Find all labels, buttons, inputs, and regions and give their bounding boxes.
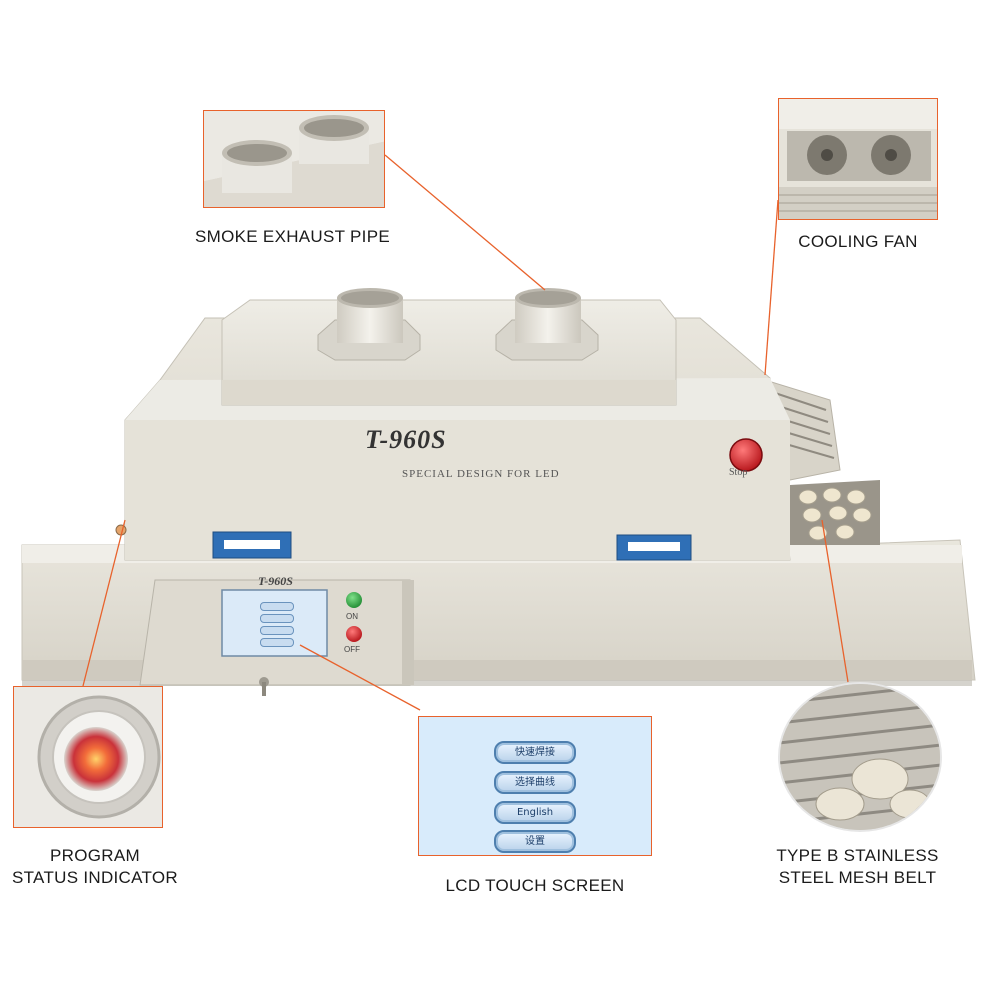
lcd-button-select-curve[interactable]: 选择曲线	[494, 771, 576, 794]
panel-lcd-item	[260, 614, 294, 623]
machine-tagline: SPECIAL DESIGN FOR LED	[402, 468, 560, 480]
panel-lcd-screen	[222, 590, 327, 656]
status-indicator-callout-image	[13, 686, 163, 828]
lcd-button-quick-solder[interactable]: 快速焊接	[494, 741, 576, 764]
status-indicator-label-line1: PROGRAM	[50, 846, 140, 865]
exhaust-pipe-label: SMOKE EXHAUST PIPE	[195, 227, 390, 246]
cooling-fan-callout-image	[778, 98, 938, 220]
mesh-belt-label-line2: STEEL MESH BELT	[778, 868, 937, 887]
panel-lcd-item	[260, 602, 294, 611]
lcd-button-english[interactable]: English	[494, 801, 576, 824]
lcd-button-settings[interactable]: 设置	[494, 830, 576, 853]
cooling-fan-label: COOLING FAN	[798, 232, 918, 251]
mesh-belt-label-line1: TYPE B STAINLESS	[776, 846, 939, 865]
lcd-label: LCD TOUCH SCREEN	[445, 876, 625, 895]
status-indicator-label-line2: STATUS INDICATOR	[12, 868, 178, 887]
panel-model-logo: T-960S	[258, 574, 293, 588]
panel-lcd-item	[260, 626, 294, 635]
stop-label: Stop	[729, 467, 748, 478]
on-label: ON	[346, 612, 358, 621]
panel-lcd-item	[260, 638, 294, 647]
lcd-callout-image: 快速焊接 选择曲线 English 设置	[418, 716, 652, 856]
off-label: OFF	[344, 645, 360, 654]
mesh-belt-callout-image	[778, 682, 942, 832]
exhaust-pipe-callout-image	[203, 110, 385, 208]
model-logo: T-960S	[365, 425, 447, 454]
stop-button-graphic	[729, 438, 763, 472]
